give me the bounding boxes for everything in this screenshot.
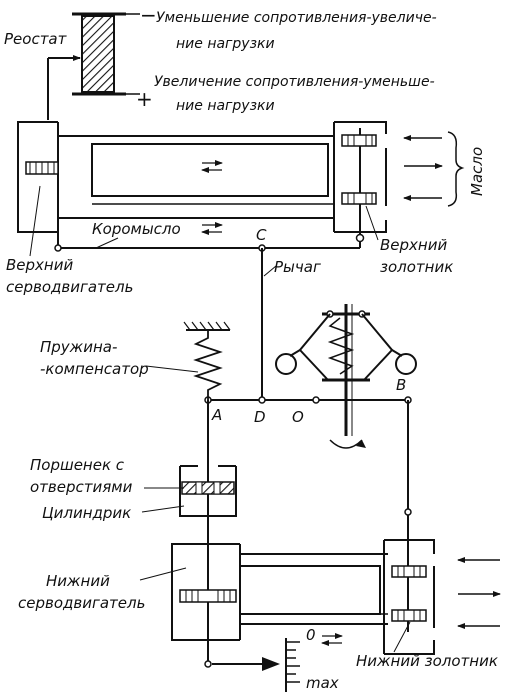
cylinder-leader [141, 505, 185, 513]
lower-servomotor [171, 543, 241, 641]
spring-label-line2: -компенсатор [40, 360, 149, 378]
upper-oil-arrows [403, 131, 465, 207]
link-rod-joint [404, 508, 412, 516]
lever-leader [263, 265, 277, 277]
lower-spool-label: Нижний золотник [356, 652, 498, 670]
output-joint [204, 660, 212, 668]
rheostat [72, 12, 140, 96]
piston-label-line1: Поршенек с [30, 456, 125, 474]
rocker-arm [54, 242, 361, 252]
rocker-label: Коромысло [92, 220, 181, 238]
upper-spool-leader [365, 205, 379, 241]
upper-servo-label-line1: Верхний [6, 256, 73, 274]
output-pointer-arrow [212, 657, 280, 671]
upper-spool-valve [333, 121, 387, 243]
scale-zero-label: 0 [306, 626, 316, 644]
lower-spool-leader [393, 621, 411, 653]
lower-servo-leader [139, 567, 187, 581]
compensator-spring [183, 321, 231, 400]
spring-leader [145, 365, 199, 373]
centrifugal-governor [275, 304, 417, 449]
load-scale [285, 638, 300, 692]
lower-oil-arrows [457, 557, 501, 629]
point-c: C [256, 226, 267, 244]
lower-flow-arrows [321, 633, 343, 646]
point-a: A [211, 406, 222, 424]
decrease-resistance-label-line1: Уменьшение сопротивления-увеличе- [156, 10, 437, 26]
rheostat-slider-arrow [47, 55, 81, 120]
increase-resistance-label-line2: ние нагрузки [176, 98, 275, 114]
decrease-resistance-label-line2: ние нагрузки [176, 36, 275, 52]
upper-servo-label-line2: серводвигатель [6, 278, 133, 296]
lower-servo-label-line2: серводвигатель [18, 594, 145, 612]
piston-label-line2: отверстиями [30, 478, 133, 496]
lower-spool-valve [383, 539, 435, 655]
point-b: B [396, 376, 406, 394]
upper-servomotor [17, 121, 92, 248]
floating-lever [204, 396, 412, 404]
upper-flow-arrows [201, 160, 223, 235]
increase-resistance-label-line1: Увеличение сопротивления-уменьше- [154, 74, 435, 90]
dashpot-cylinder [179, 465, 237, 517]
lever-label: Рычаг [274, 258, 321, 276]
rocker-leader [95, 237, 119, 249]
lower-oil-channel [239, 553, 388, 646]
upper-oil-channel [91, 135, 334, 235]
rheostat-label: Реостат [4, 30, 68, 48]
lower-servo-label-line1: Нижний [46, 572, 110, 590]
minus-sign: − [140, 3, 157, 27]
oil-label: Масло [468, 147, 486, 196]
scale-max-label: max [306, 674, 339, 692]
upper-spool-label-line1: Верхний [380, 236, 447, 254]
cylinder-label: Цилиндрик [42, 504, 131, 522]
point-d: D [254, 408, 266, 426]
upper-spool-label-line2: золотник [380, 258, 453, 276]
plus-sign: + [136, 87, 153, 111]
point-o: O [292, 408, 304, 426]
upper-servo-leader [29, 185, 41, 257]
spring-label-line1: Пружина- [40, 338, 117, 356]
